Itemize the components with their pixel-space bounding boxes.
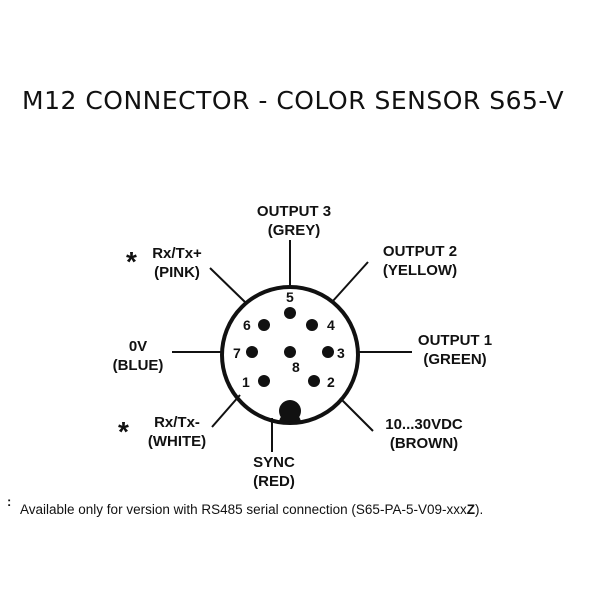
- diagram-title: M12 CONNECTOR - COLOR SENSOR S65-V: [22, 86, 565, 115]
- footnote-end: ).: [474, 502, 484, 517]
- wire-rxtx-minus: [211, 394, 241, 428]
- label-rxtx-plus-name: Rx/Tx+: [152, 245, 202, 262]
- asterisk-rxtx-minus: *: [118, 416, 129, 447]
- label-rxtx-plus: Rx/Tx+ (PINK): [152, 244, 202, 282]
- label-sync-color: (RED): [253, 473, 295, 490]
- label-zero-v: 0V (BLUE): [113, 337, 164, 375]
- pin-5-number: 5: [286, 289, 294, 305]
- pin-2-dot: [308, 375, 320, 387]
- label-output2-color: (YELLOW): [382, 262, 458, 279]
- footnote: Available only for version with RS485 se…: [20, 502, 483, 517]
- label-sync: SYNC (RED): [253, 453, 295, 491]
- label-output3-name: OUTPUT 3: [256, 203, 332, 220]
- pin-7-number: 7: [233, 345, 241, 361]
- connector-key-bump: [279, 400, 301, 422]
- label-sync-name: SYNC: [253, 454, 295, 471]
- pin-1-dot: [258, 375, 270, 387]
- label-output3-color: (GREY): [267, 222, 321, 239]
- wire-power: [339, 397, 374, 432]
- label-power-name: 10...30VDC: [385, 416, 463, 433]
- pin-3-dot: [322, 346, 334, 358]
- pin-6-number: 6: [243, 317, 251, 333]
- footnote-mark: :: [7, 494, 12, 509]
- label-zero-v-color: (BLUE): [112, 357, 164, 374]
- pin-4-number: 4: [327, 317, 335, 333]
- label-zero-v-name: 0V: [128, 338, 148, 355]
- label-output2-name: OUTPUT 2: [382, 243, 458, 260]
- pin-8-dot: [284, 346, 296, 358]
- footnote-bold: Z: [466, 502, 475, 517]
- label-output1-name: OUTPUT 1: [417, 332, 493, 349]
- label-power: 10...30VDC (BROWN): [385, 415, 463, 453]
- label-output2: OUTPUT 2 (YELLOW): [383, 242, 457, 280]
- pin-5-dot: [284, 307, 296, 319]
- footnote-text: Available only for version with RS485 se…: [20, 502, 467, 517]
- label-rxtx-minus: Rx/Tx- (WHITE): [148, 413, 206, 451]
- label-output1: OUTPUT 1 (GREEN): [418, 331, 492, 369]
- label-rxtx-plus-color: (PINK): [154, 264, 200, 281]
- pin-3-number: 3: [337, 345, 345, 361]
- label-output1-color: (GREEN): [423, 351, 487, 368]
- pin-1-number: 1: [242, 374, 250, 390]
- label-rxtx-minus-name: Rx/Tx-: [154, 414, 200, 431]
- pin-8-number: 8: [292, 359, 300, 375]
- wire-rxtx-plus: [209, 267, 246, 303]
- label-rxtx-minus-color: (WHITE): [147, 433, 207, 450]
- pin-6-dot: [258, 319, 270, 331]
- label-output3: OUTPUT 3 (GREY): [257, 202, 331, 240]
- pin-2-number: 2: [327, 374, 335, 390]
- pin-7-dot: [246, 346, 258, 358]
- wire-output2: [331, 261, 369, 303]
- label-power-color: (BROWN): [389, 435, 459, 452]
- asterisk-rxtx-plus: *: [126, 246, 137, 277]
- pin-4-dot: [306, 319, 318, 331]
